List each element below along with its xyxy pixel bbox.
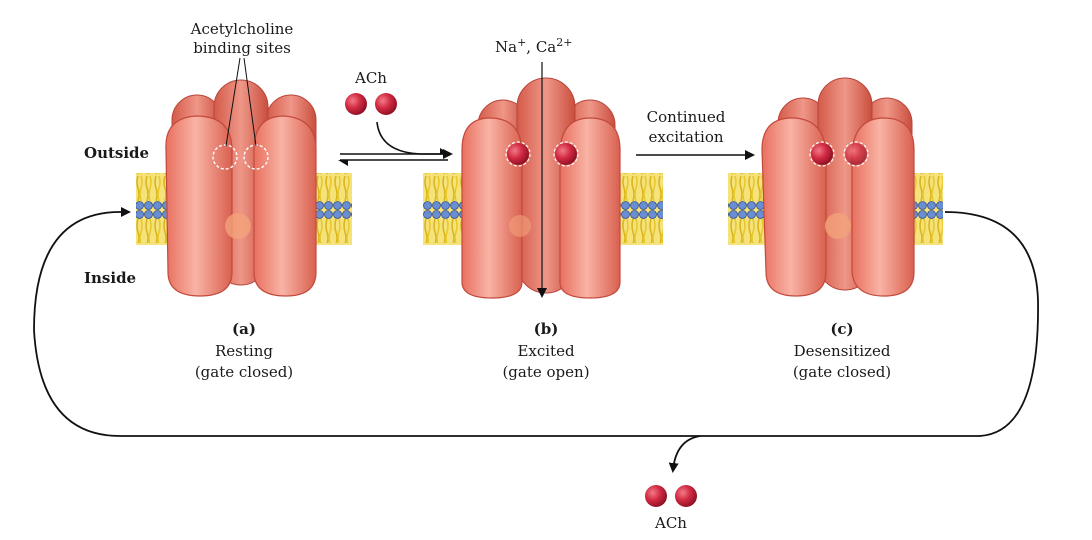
ach-molecule-icon bbox=[675, 485, 697, 507]
state-a-letter: (a) bbox=[232, 320, 256, 338]
state-a-gate: (gate closed) bbox=[195, 363, 293, 381]
ions-label: Na+, Ca2+ bbox=[495, 36, 572, 56]
ach-top-label: ACh bbox=[354, 69, 387, 87]
binding-sites-label: Acetylcholine bbox=[190, 20, 294, 38]
ach-molecule-icon bbox=[645, 485, 667, 507]
state-c-gate: (gate closed) bbox=[793, 363, 891, 381]
outside-label: Outside bbox=[84, 144, 149, 162]
continued-excitation-label: Continued bbox=[647, 108, 726, 126]
recycle-loop-arrow bbox=[33, 207, 1039, 437]
state-a-name: Resting bbox=[215, 342, 273, 360]
ach-bottom-label: ACh bbox=[654, 514, 687, 532]
continued-excitation-label: excitation bbox=[648, 128, 723, 146]
binding-sites-label: binding sites bbox=[193, 39, 291, 57]
receptor-desensitized bbox=[761, 77, 915, 297]
ach-binding-arrow bbox=[376, 121, 453, 159]
state-b-gate: (gate open) bbox=[502, 363, 589, 381]
ach-molecule-icon bbox=[375, 93, 397, 115]
ach-release-arrow bbox=[668, 435, 701, 473]
inside-label: Inside bbox=[84, 269, 136, 287]
ach-bound-icon bbox=[507, 143, 529, 165]
receptor-excited bbox=[461, 77, 621, 299]
ach-molecule-icon bbox=[345, 93, 367, 115]
state-b-name: Excited bbox=[517, 342, 575, 360]
state-c-name: Desensitized bbox=[794, 342, 891, 360]
ach-bound-icon bbox=[555, 143, 577, 165]
ach-bound-icon bbox=[845, 143, 867, 165]
equilibrium-arrows bbox=[338, 148, 450, 166]
state-b-letter: (b) bbox=[534, 320, 559, 338]
state-c-letter: (c) bbox=[830, 320, 853, 338]
binding-site-empty bbox=[212, 144, 238, 170]
ach-bound-icon bbox=[811, 143, 833, 165]
receptor-resting bbox=[165, 79, 317, 297]
